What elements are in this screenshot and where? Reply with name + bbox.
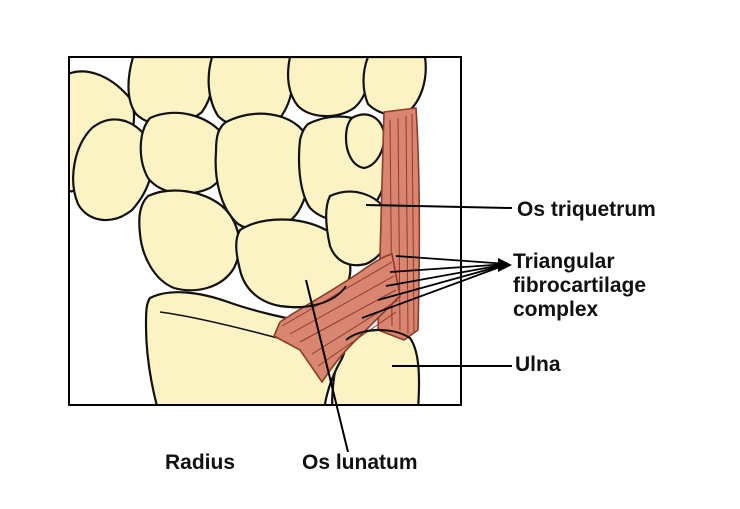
pisiform-bone: [344, 113, 386, 170]
label-tfcc-line1: Triangular: [513, 250, 615, 273]
tfcc-arrowhead: [498, 258, 512, 272]
label-tfcc-line2: fibrocartilage: [513, 274, 647, 297]
label-os-lunatum: Os lunatum: [302, 451, 418, 474]
metacarpal-bone: [362, 57, 427, 116]
triquetrum-bone: [325, 190, 391, 267]
pointer-line-triquetrum: [365, 204, 513, 209]
label-ulna: Ulna: [515, 353, 561, 376]
frame-border: [68, 56, 462, 406]
label-os-triquetrum: Os triquetrum: [517, 198, 656, 221]
label-tfcc: Triangular fibrocartilage complex: [513, 250, 646, 322]
pointer-line-lunatum: [305, 279, 349, 453]
scaphoid-bone: [138, 189, 241, 292]
trapezoid-bone: [139, 111, 229, 195]
pointer-lines-tfcc: [361, 255, 509, 319]
label-tfcc-line3: complex: [513, 298, 599, 321]
metacarpal-bone: [287, 57, 371, 118]
label-radius: Radius: [165, 451, 236, 474]
trapezium-bone: [72, 118, 154, 222]
tfcc-ligament: [272, 253, 401, 384]
